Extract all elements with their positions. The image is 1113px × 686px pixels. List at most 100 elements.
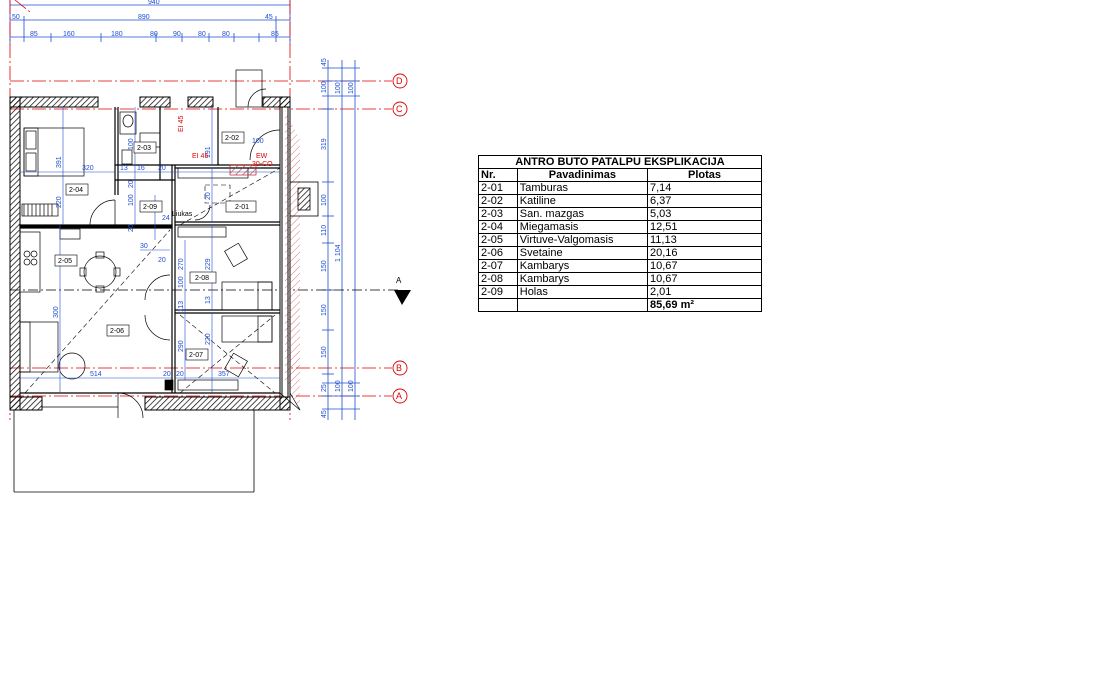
fire-rating-label: EI 45 (178, 116, 185, 132)
cell-nr: 2-08 (478, 272, 518, 286)
table-title: ANTRO BUTO PATALPU EKSPLIKACIJA (478, 155, 762, 169)
cell-nr: 2-06 (478, 246, 518, 260)
section-label: A (396, 276, 402, 285)
dim-inner: 890 (138, 14, 150, 21)
inner-dim: 220 (56, 196, 63, 208)
axis-label-c: C (396, 104, 403, 114)
room-tag-2-05: 2-05 (58, 258, 72, 265)
axis-label-d: D (396, 76, 403, 86)
cell-nr: 2-09 (478, 285, 518, 299)
section-line: A (10, 276, 411, 305)
fire-rating-label: 30-CO (252, 161, 273, 168)
dim-right: 110 (321, 225, 328, 236)
fire-labels: EI 45 EI 45 EW 30-CO Liukas (172, 116, 273, 218)
table-header-row: Nr. Pavadinimas Plotas (478, 168, 763, 182)
chair-icon (224, 352, 248, 378)
cell-name: Katiline (516, 194, 648, 208)
dim-right: 45 (321, 410, 328, 418)
corner-hatch (279, 110, 301, 411)
inner-dim: 100 (128, 138, 135, 150)
inner-dim: 191 (205, 146, 212, 158)
chair-icon (224, 242, 248, 268)
cell-area: 6,37 (646, 194, 763, 208)
inner-dimension-lines (20, 107, 280, 393)
sofa-icon (19, 321, 59, 373)
cell-area: 2,01 (646, 285, 763, 299)
cell-area: 12,51 (646, 220, 763, 234)
inner-dim: 20 (158, 257, 166, 264)
cell-area: 20,16 (646, 246, 763, 260)
dim-seg: 85 (271, 31, 279, 38)
inner-dim: 514 (90, 371, 102, 378)
top-dimension-labels: 940 890 50 45 85 160 180 80 90 80 80 85 (12, 0, 279, 38)
inner-dim: 300 (53, 306, 60, 318)
top-dimensions (9, 0, 291, 45)
dim-seg: 90 (173, 31, 181, 38)
room-tag-2-01: 2-01 (235, 204, 249, 211)
inner-dim: 100 (252, 138, 264, 145)
inner-dimension-labels: 320 391 13 16 20 100 20 220 100 20 191 2… (53, 138, 264, 378)
room-tag-2-02: 2-02 (225, 135, 239, 142)
dim-right-inner: 100 (335, 82, 342, 94)
cell-area: 10,67 (646, 272, 763, 286)
fire-rating-label: EW (256, 153, 268, 160)
cell-name: Holas (516, 285, 648, 299)
dim-right: 150 (321, 260, 328, 272)
cell-name: San. mazgas (516, 207, 648, 221)
room-tag-2-04: 2-04 (69, 187, 83, 194)
cell-name: Kambarys (516, 259, 648, 273)
room-tags (54, 131, 257, 361)
inner-dim: 320 (82, 165, 94, 172)
cell-name: Svetaine (516, 246, 648, 260)
column-header: Plotas (646, 168, 763, 182)
bed-icon (221, 281, 273, 311)
inner-dim: 229 (205, 258, 212, 270)
cell-nr: 2-01 (478, 181, 518, 195)
table-title-row: ANTRO BUTO PATALPU EKSPLIKACIJA (478, 155, 762, 169)
total-area: 85,69 m² (646, 298, 763, 312)
room-tag-2-09: 2-09 (143, 204, 157, 211)
coffee-table-icon (58, 352, 86, 380)
dim-right-inner: 100 (335, 380, 342, 392)
terrace-outline (13, 406, 255, 493)
dim-right-inner: 100 (348, 82, 355, 94)
dim-seg: 80 (150, 31, 158, 38)
table-total-row: 85,69 m² (478, 298, 763, 312)
cell-nr: 2-05 (478, 233, 518, 247)
furniture (19, 111, 273, 391)
cell-nr: 2-04 (478, 220, 518, 234)
inner-dim: 13 (120, 165, 128, 172)
axis-label-a: A (396, 391, 402, 401)
kitchen-counter-icon (19, 231, 41, 293)
inner-dim: 20 (163, 371, 171, 378)
bed-icon (23, 127, 85, 177)
inner-dim: 391 (56, 156, 63, 168)
inner-dim: 16 (137, 165, 145, 172)
room-tag-2-07: 2-07 (189, 352, 203, 359)
axis-label-b: B (396, 363, 402, 373)
dim-overall: 940 (148, 0, 160, 6)
inner-dim: 100 (128, 194, 135, 206)
axis-markers: D C B A (392, 73, 408, 404)
fire-rating-label: EI 45 (192, 153, 208, 160)
cell-nr: 2-02 (478, 194, 518, 208)
doors (89, 69, 281, 419)
column-header: Pavadinimas (516, 168, 648, 182)
right-dimensions (322, 60, 360, 420)
inner-dim: 270 (178, 258, 185, 270)
cell-name: Virtuve-Valgomasis (516, 233, 648, 247)
cell-nr: 2-07 (478, 259, 518, 273)
cell-name: Kambarys (516, 272, 648, 286)
dim-right: 319 (321, 138, 328, 150)
inner-dim: 290 (178, 340, 185, 352)
dim-right: 150 (321, 304, 328, 316)
inner-dim: 357 (218, 371, 230, 378)
inner-dim: 20 (128, 224, 135, 232)
